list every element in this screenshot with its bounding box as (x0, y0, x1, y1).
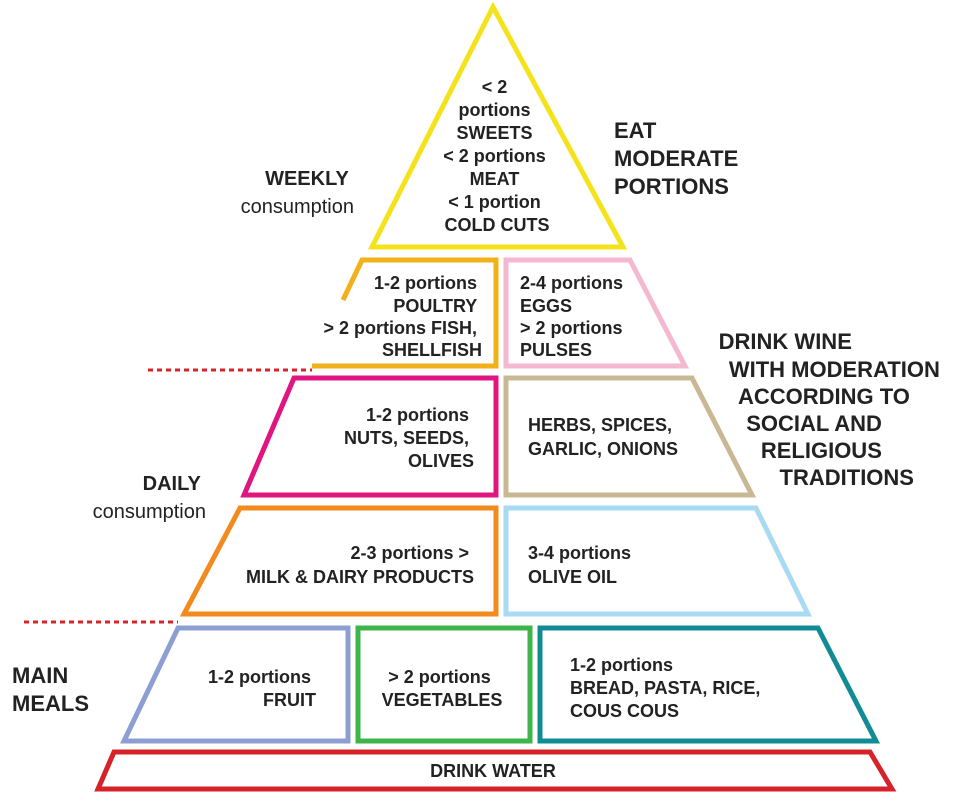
fruit-text: 1-2 portions FRUIT (208, 667, 316, 710)
tier-bread-box (537, 625, 881, 744)
tier-top-triangle (367, 1, 628, 250)
tier-fruit-box (120, 625, 351, 744)
water-text: DRINK WATER (430, 761, 556, 781)
vegetables-text: > 2 portions VEGETABLES (382, 667, 503, 710)
weekly-label: WEEKLY consumption (241, 168, 354, 218)
tier-poultry-box (312, 257, 499, 369)
eggs-text: 2-4 portions EGGS > 2 portions PULSES (520, 273, 628, 360)
tier-olive-oil-box (503, 505, 813, 617)
tier-vegetables-box (355, 625, 533, 744)
drink-wine-label: DRINK WINE WITH MODERATION ACCORDING TO … (719, 329, 946, 490)
tier-water-base (94, 749, 897, 792)
bread-text: 1-2 portions BREAD, PASTA, RICE, COUS CO… (570, 655, 765, 721)
tier-nuts-box (240, 375, 499, 498)
tier-milk-box (179, 505, 499, 617)
top-text: < 2 portions SWEETS < 2 portions MEAT < … (443, 77, 551, 235)
main-meals-label: MAIN MEALS (12, 663, 89, 716)
herbs-text: HERBS, SPICES, GARLIC, ONIONS (528, 415, 678, 459)
poultry-text: 1-2 portions POULTRY > 2 portions FISH, … (323, 273, 482, 360)
tier-herbs-box (503, 375, 757, 498)
tier-eggs-box (503, 257, 690, 369)
daily-label: DAILY consumption (93, 473, 206, 523)
eat-moderate-label: EAT MODERATE PORTIONS (614, 118, 744, 199)
nuts-text: 1-2 portions NUTS, SEEDS, OLIVES (344, 405, 474, 471)
olive-oil-text: 3-4 portions OLIVE OIL (528, 543, 636, 587)
milk-text: 2-3 portions > MILK & DAIRY PRODUCTS (246, 543, 474, 587)
